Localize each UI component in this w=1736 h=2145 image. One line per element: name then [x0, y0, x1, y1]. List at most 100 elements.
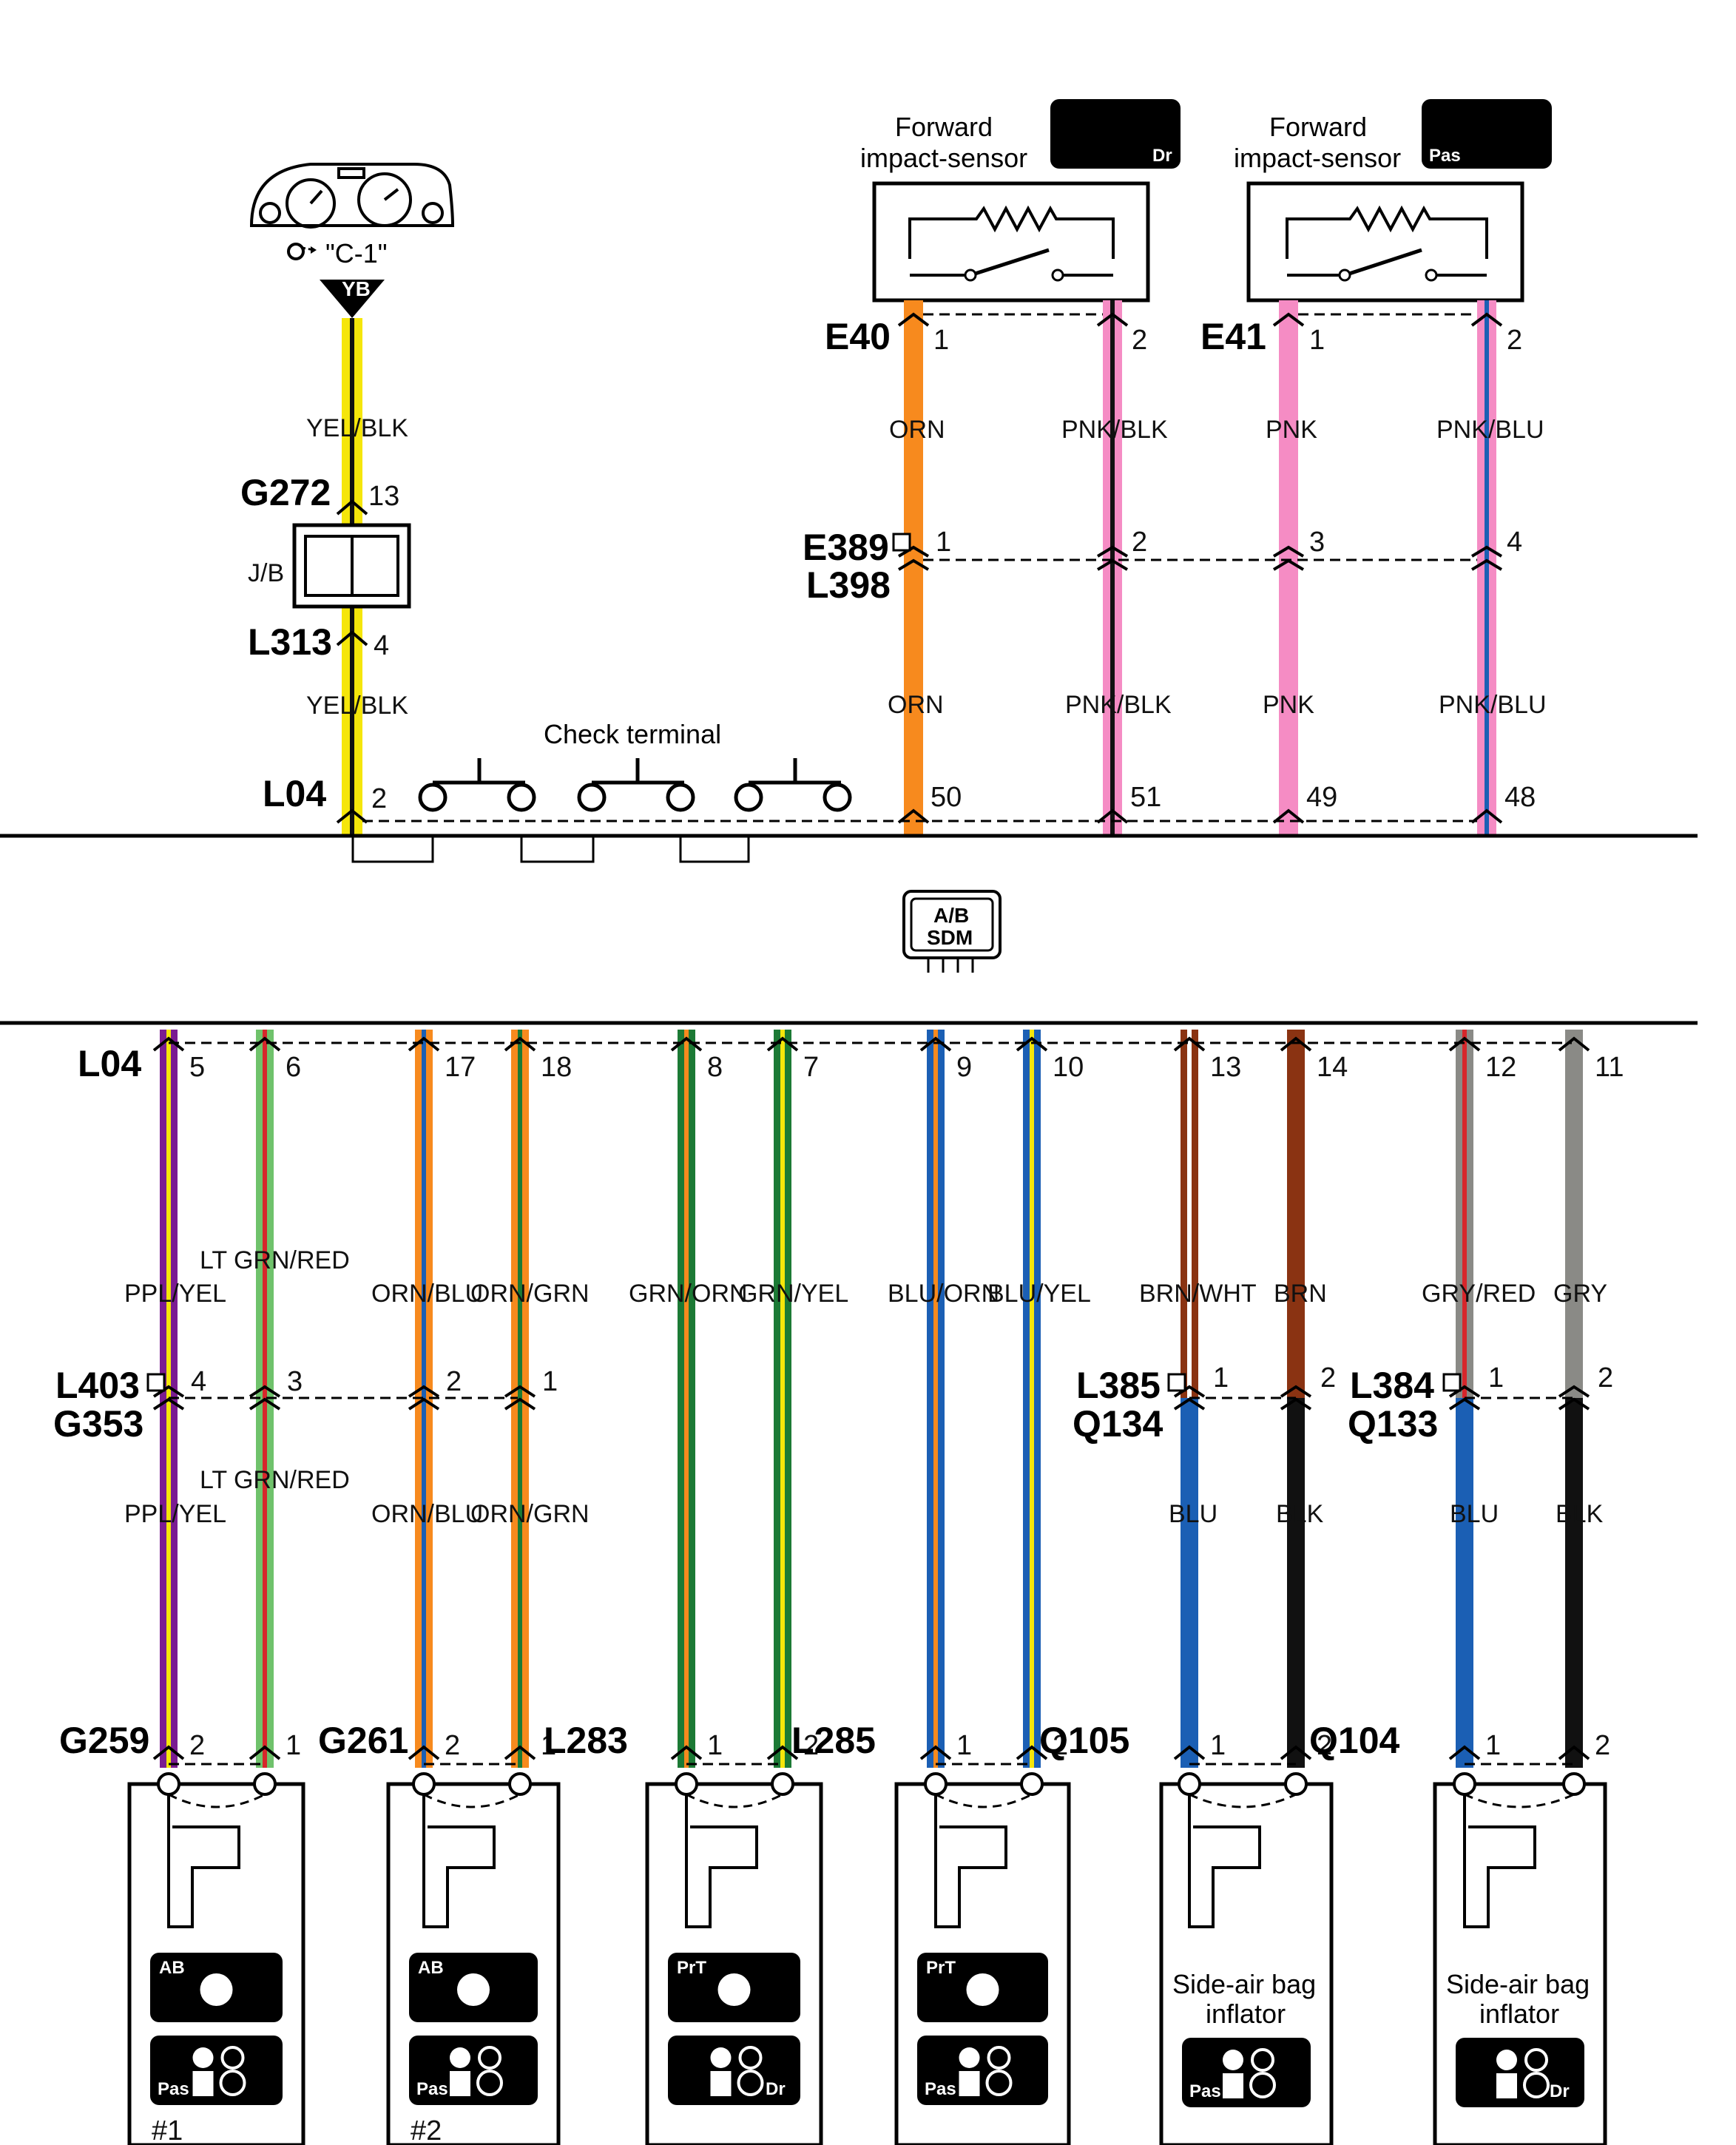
connector-l285: L285: [791, 1720, 876, 1761]
pin-l04-13: 13: [1210, 1052, 1241, 1083]
wire-label-1: LT GRN/RED: [200, 1246, 350, 1274]
wire-label-9: BRN: [1274, 1280, 1327, 1308]
badge-side-label: Pas: [925, 2079, 956, 2099]
badge-top-label: PrT: [926, 1958, 956, 1978]
wire-label-8: BRN/WHT: [1139, 1280, 1257, 1308]
wire-label-low-4: BLU: [1169, 1500, 1217, 1528]
pin-right: 1: [286, 1730, 301, 1761]
pin-l04-12: 12: [1485, 1052, 1516, 1083]
svg-text:Forward: Forward: [1269, 112, 1367, 142]
instrument-cluster-icon: [249, 163, 455, 229]
pin-l04-10: 10: [1053, 1052, 1084, 1083]
wire-pnk-blu: [1477, 300, 1496, 836]
connector-shield-marker: [892, 533, 911, 552]
pin-l04-8: 8: [707, 1052, 723, 1083]
wire-pnk-blk: [1103, 300, 1122, 836]
wire-label-low-1: LT GRN/RED: [200, 1466, 350, 1494]
pin-mid-6: 1: [1488, 1362, 1504, 1394]
wire-label-low-0: PPL/YEL: [124, 1500, 226, 1528]
connector-l283: L283: [544, 1720, 628, 1761]
wire-label-pnkblu-upper: PNK/BLU: [1436, 416, 1544, 444]
pin-e41-1: 1: [1309, 325, 1325, 356]
connector-l04-top: L04: [263, 773, 326, 814]
svg-text:A/B: A/B: [933, 904, 969, 927]
bulb-icon: [287, 243, 317, 260]
badge-side-label: Pas: [416, 2079, 448, 2099]
pin-l04-11: 11: [1595, 1052, 1624, 1083]
pin-right: 2: [1317, 1730, 1332, 1761]
pin-left: 1: [956, 1730, 972, 1761]
pin-right: 1: [541, 1730, 556, 1761]
check-terminal-label: Check terminal: [544, 719, 721, 749]
connector-g261: G261: [318, 1720, 408, 1761]
seat-badge-icon: [1182, 2038, 1311, 2107]
seat-badge-icon: [917, 2036, 1048, 2105]
pin-left: 1: [1485, 1730, 1501, 1761]
wire-gry-red: [1448, 1030, 1481, 1768]
pin-l04-2: 2: [371, 783, 387, 814]
pin-l04-51: 51: [1130, 782, 1161, 813]
wire-label-low-3: ORN/GRN: [470, 1500, 590, 1528]
passenger-badge-icon: [1422, 99, 1552, 169]
pin-l04-49: 49: [1306, 782, 1337, 813]
connector-l403: L403: [55, 1365, 140, 1406]
connector-e41: E41: [1200, 316, 1266, 357]
seat-badge-icon: [409, 2036, 538, 2105]
connector-q134: Q134: [1073, 1403, 1163, 1445]
connector-l313: L313: [248, 621, 332, 663]
wire-grn-orn: [670, 1030, 703, 1768]
module-caption: Side-air bag: [1446, 1969, 1590, 1999]
wire-label-low-7: BLK: [1556, 1500, 1604, 1528]
seat-badge-icon: [668, 2036, 800, 2105]
wire-label-pnk-lower: PNK: [1263, 691, 1314, 719]
connector-dashes-bottom: [169, 1041, 1574, 1399]
connector-q133: Q133: [1348, 1403, 1438, 1445]
wire-label-low-2: ORN/BLU: [371, 1500, 483, 1528]
pin-l04-48: 48: [1504, 782, 1536, 813]
wire-pnk: [1279, 300, 1298, 836]
badge-top-label: PrT: [677, 1958, 706, 1978]
pin-right: 2: [1595, 1730, 1610, 1761]
badge-top-label: AB: [418, 1958, 444, 1978]
pin-e389-3: 3: [1309, 527, 1325, 558]
pin-right: 2: [803, 1730, 819, 1761]
connector-e389: E389: [803, 527, 889, 568]
badge-top-label: AB: [159, 1958, 185, 1978]
wire-blu-orn: [919, 1030, 952, 1768]
connector-l04-bottom: L04: [78, 1043, 141, 1084]
connector-q105: Q105: [1039, 1720, 1129, 1761]
wire-orn-grn: [504, 1030, 536, 1768]
module-number: #1: [152, 2115, 183, 2145]
wire-label-4: GRN/ORN: [629, 1280, 748, 1308]
pin-left: 1: [707, 1730, 723, 1761]
pin-mid-5: 2: [1320, 1362, 1336, 1394]
svg-text:impact-sensor: impact-sensor: [1234, 143, 1401, 173]
connector-l398: L398: [806, 564, 891, 606]
wire-brn: [1280, 1030, 1312, 1768]
sdm-module-icon: A/B SDM: [902, 890, 1002, 973]
pin-mid-3: 1: [542, 1366, 558, 1397]
pin-l04-9: 9: [956, 1052, 972, 1083]
wire-label-orn-lower: ORN: [888, 691, 944, 719]
check-terminal-tabs: [351, 836, 750, 863]
wire-label-yelblk-upper: YEL/BLK: [306, 414, 408, 442]
warning-triangle-icon: [320, 280, 385, 318]
pin-l313: 4: [374, 630, 389, 661]
wire-label-7: BLU/YEL: [987, 1280, 1091, 1308]
wire-label-pnk-upper: PNK: [1266, 416, 1317, 444]
connector-chevrons-top: [336, 312, 1503, 824]
pin-e389-2: 2: [1132, 527, 1147, 558]
pin-l04-6: 6: [286, 1052, 301, 1083]
connector-g353: G353: [53, 1403, 143, 1445]
wire-label-pnkblu-lower: PNK/BLU: [1439, 691, 1547, 719]
wire-label-0: PPL/YEL: [124, 1280, 226, 1308]
wire-label-5: GRN/YEL: [738, 1280, 848, 1308]
svg-text:Dr: Dr: [1152, 146, 1172, 166]
wire-label-10: GRY/RED: [1422, 1280, 1536, 1308]
